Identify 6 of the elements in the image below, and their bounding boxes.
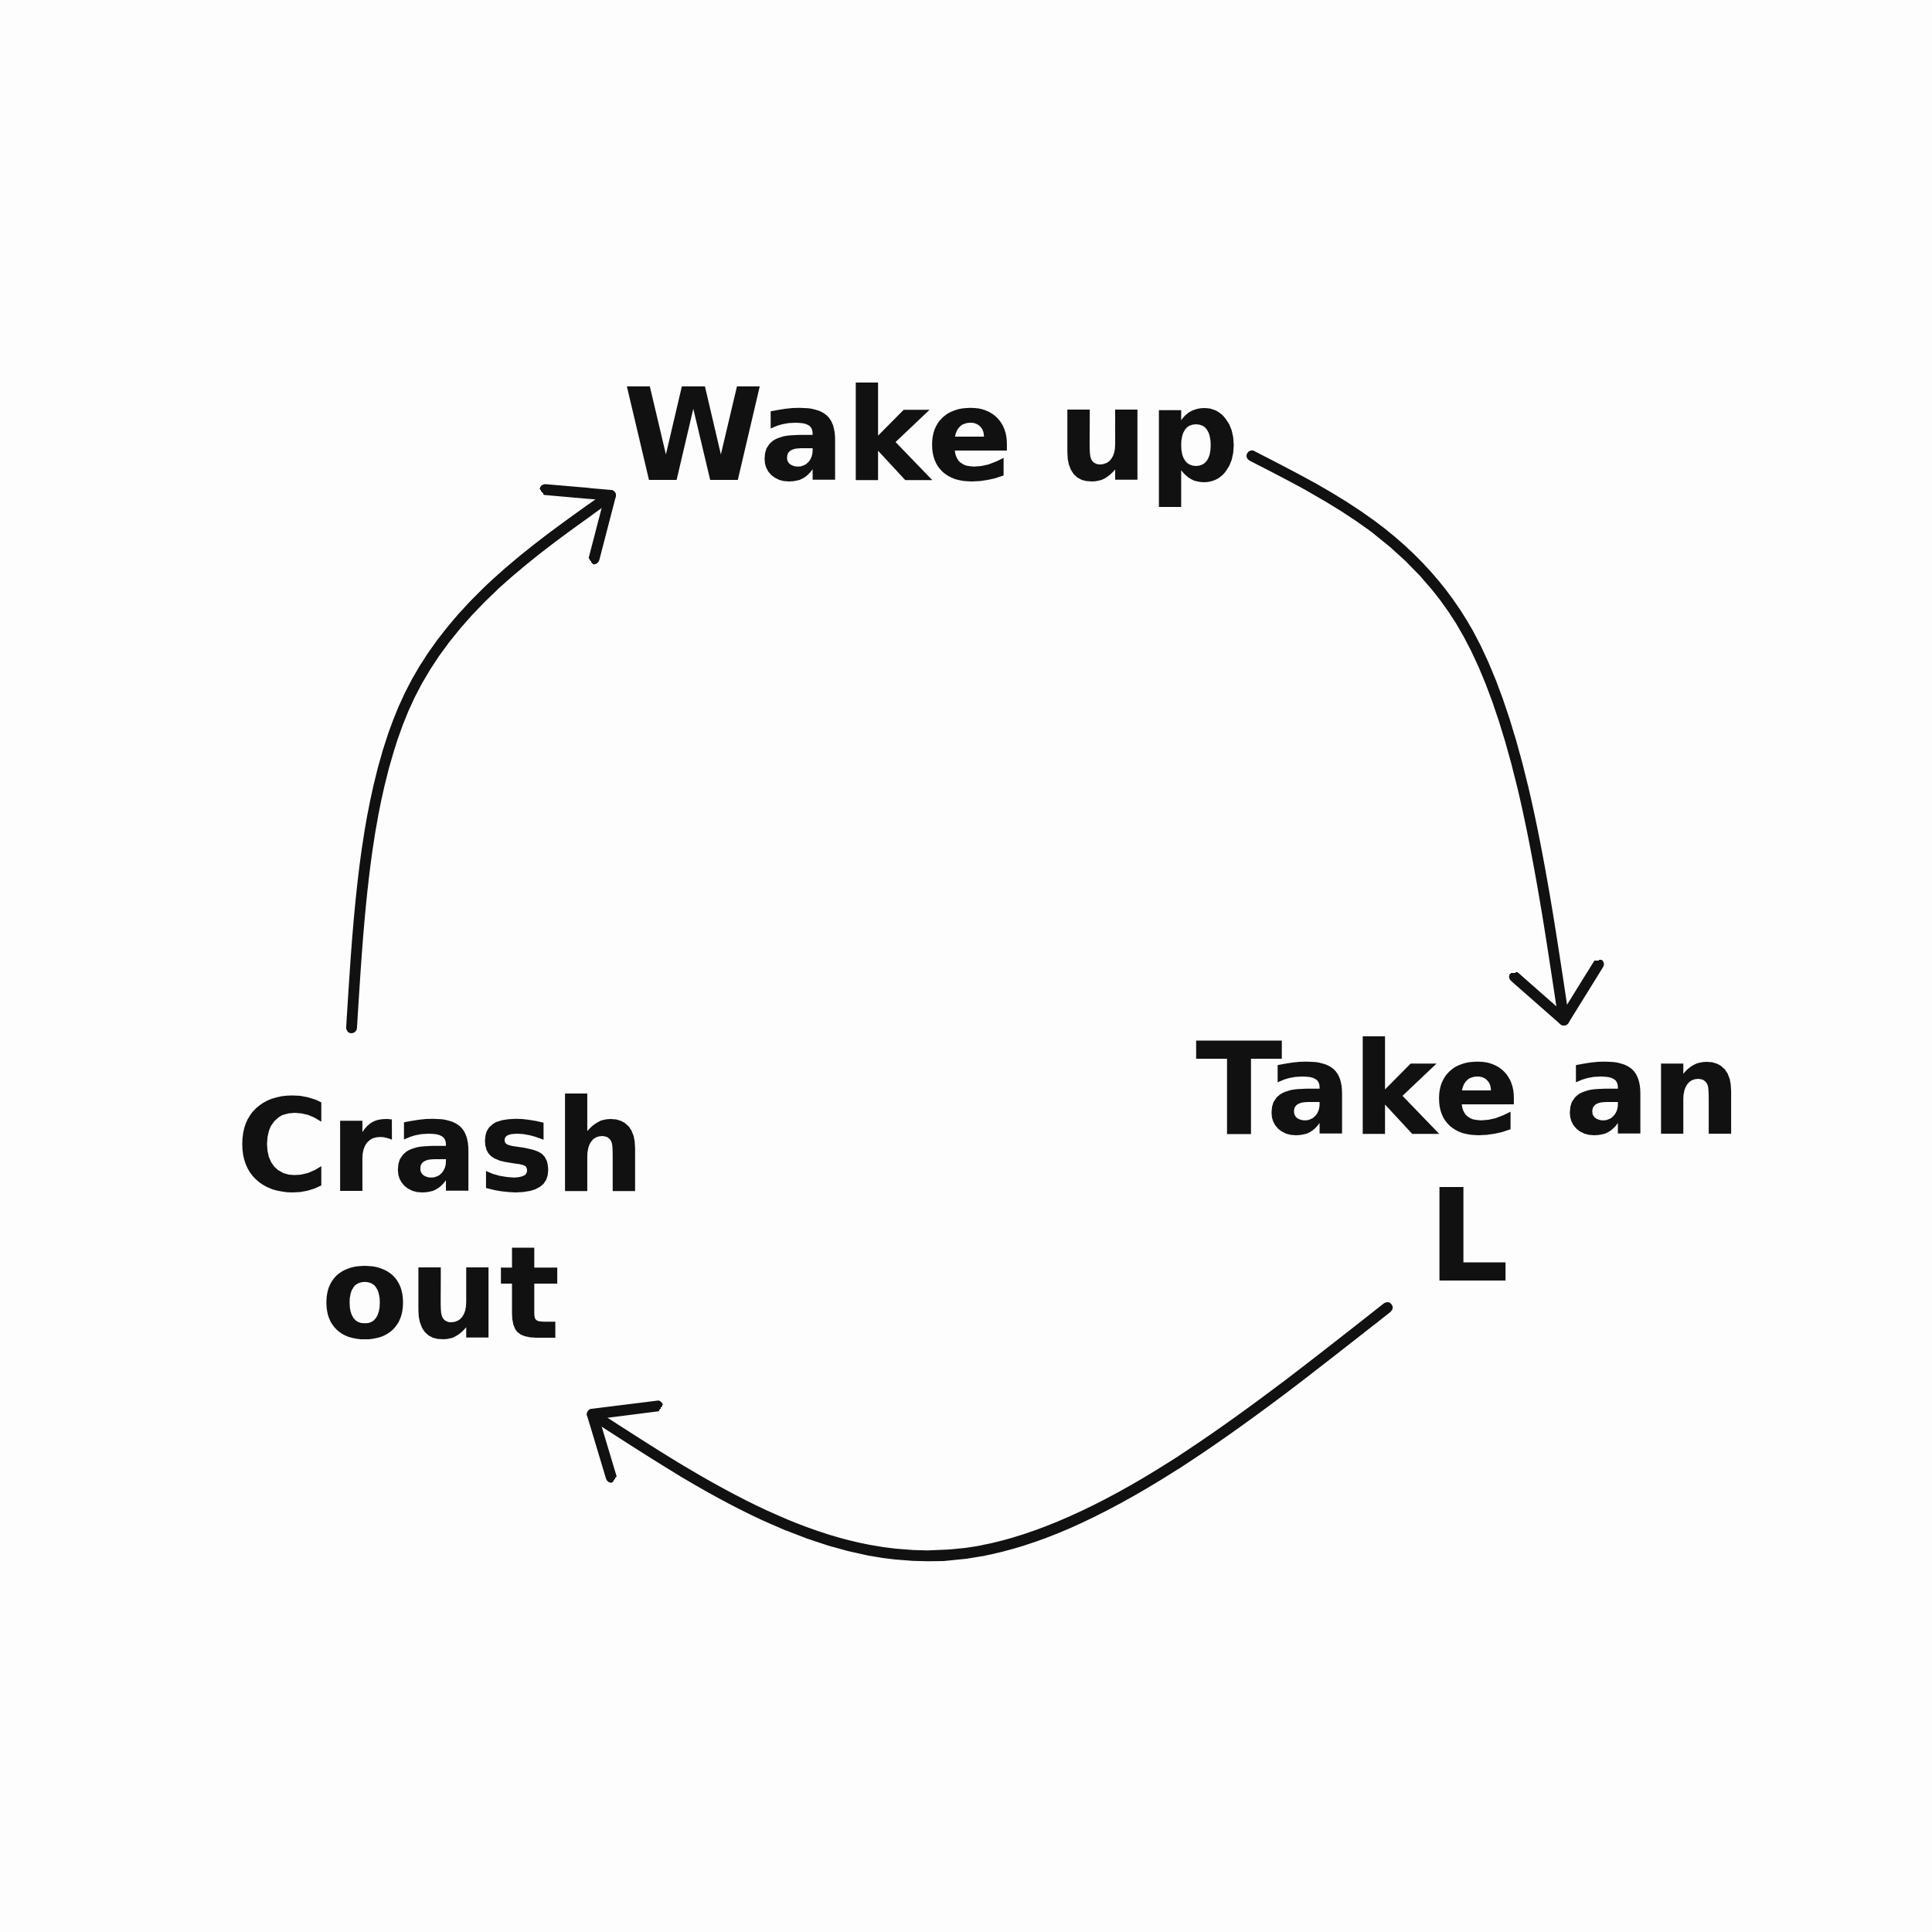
handwritten-label: Take an L [1194,1017,1743,1311]
curved-arrow [1247,450,1604,1026]
curved-arrow [345,484,616,1033]
handwritten-label: Crash out [235,1074,646,1368]
curved-arrow [587,1302,1393,1562]
handwritten-label: Wake up [623,363,1240,510]
